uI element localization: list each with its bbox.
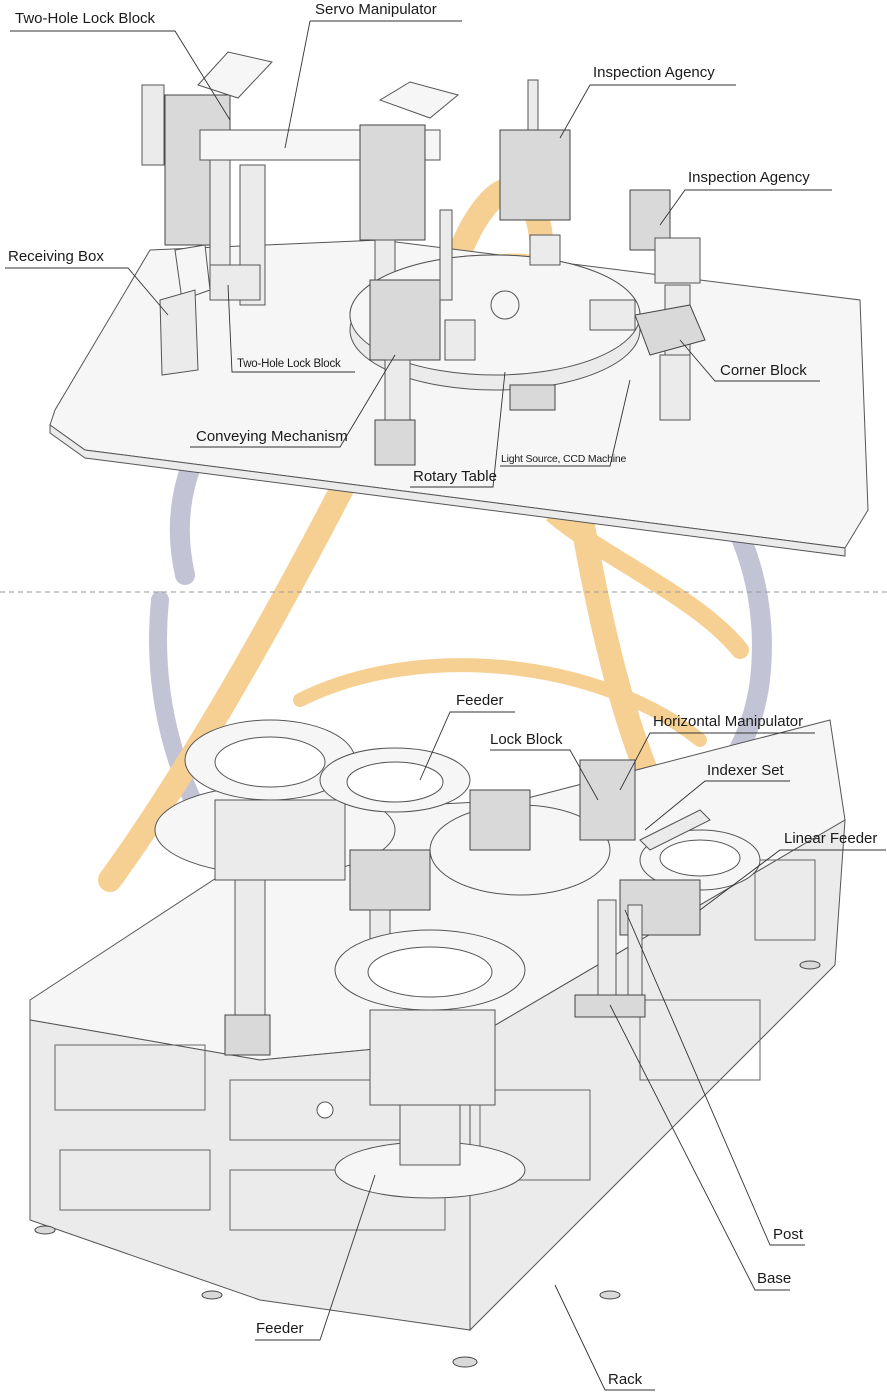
label-two-hole-lock-block-top: Two-Hole Lock Block [15, 10, 156, 27]
label-feeder-bottom: Feeder [256, 1320, 304, 1337]
label-rotary-table: Rotary Table [413, 468, 497, 485]
label-rack: Rack [608, 1371, 643, 1388]
label-servo-manipulator: Servo Manipulator [315, 1, 437, 18]
leader-lines [5, 20, 886, 1391]
label-indexer-set: Indexer Set [707, 762, 784, 779]
label-lock-block: Lock Block [490, 731, 563, 748]
label-light-source-ccd: Light Source, CCD Machine [501, 453, 627, 465]
label-horizontal-manipulator: Horizontal Manipulator [653, 713, 804, 730]
top-machine-drawing [49, 51, 869, 557]
label-two-hole-lock-block-mid: Two-Hole Lock Block [237, 358, 341, 370]
label-conveying-mechanism: Conveying Mechanism [196, 428, 348, 445]
label-feeder-top: Feeder [456, 692, 504, 709]
label-inspection-agency-2: Inspection Agency [688, 169, 810, 186]
label-inspection-agency-1: Inspection Agency [593, 64, 715, 81]
label-post: Post [773, 1226, 804, 1243]
label-corner-block: Corner Block [720, 362, 807, 379]
label-receiving-box: Receiving Box [8, 248, 104, 265]
bottom-machine-drawing [29, 719, 846, 1368]
label-base: Base [757, 1270, 792, 1287]
label-linear-feeder: Linear Feeder [784, 830, 878, 847]
